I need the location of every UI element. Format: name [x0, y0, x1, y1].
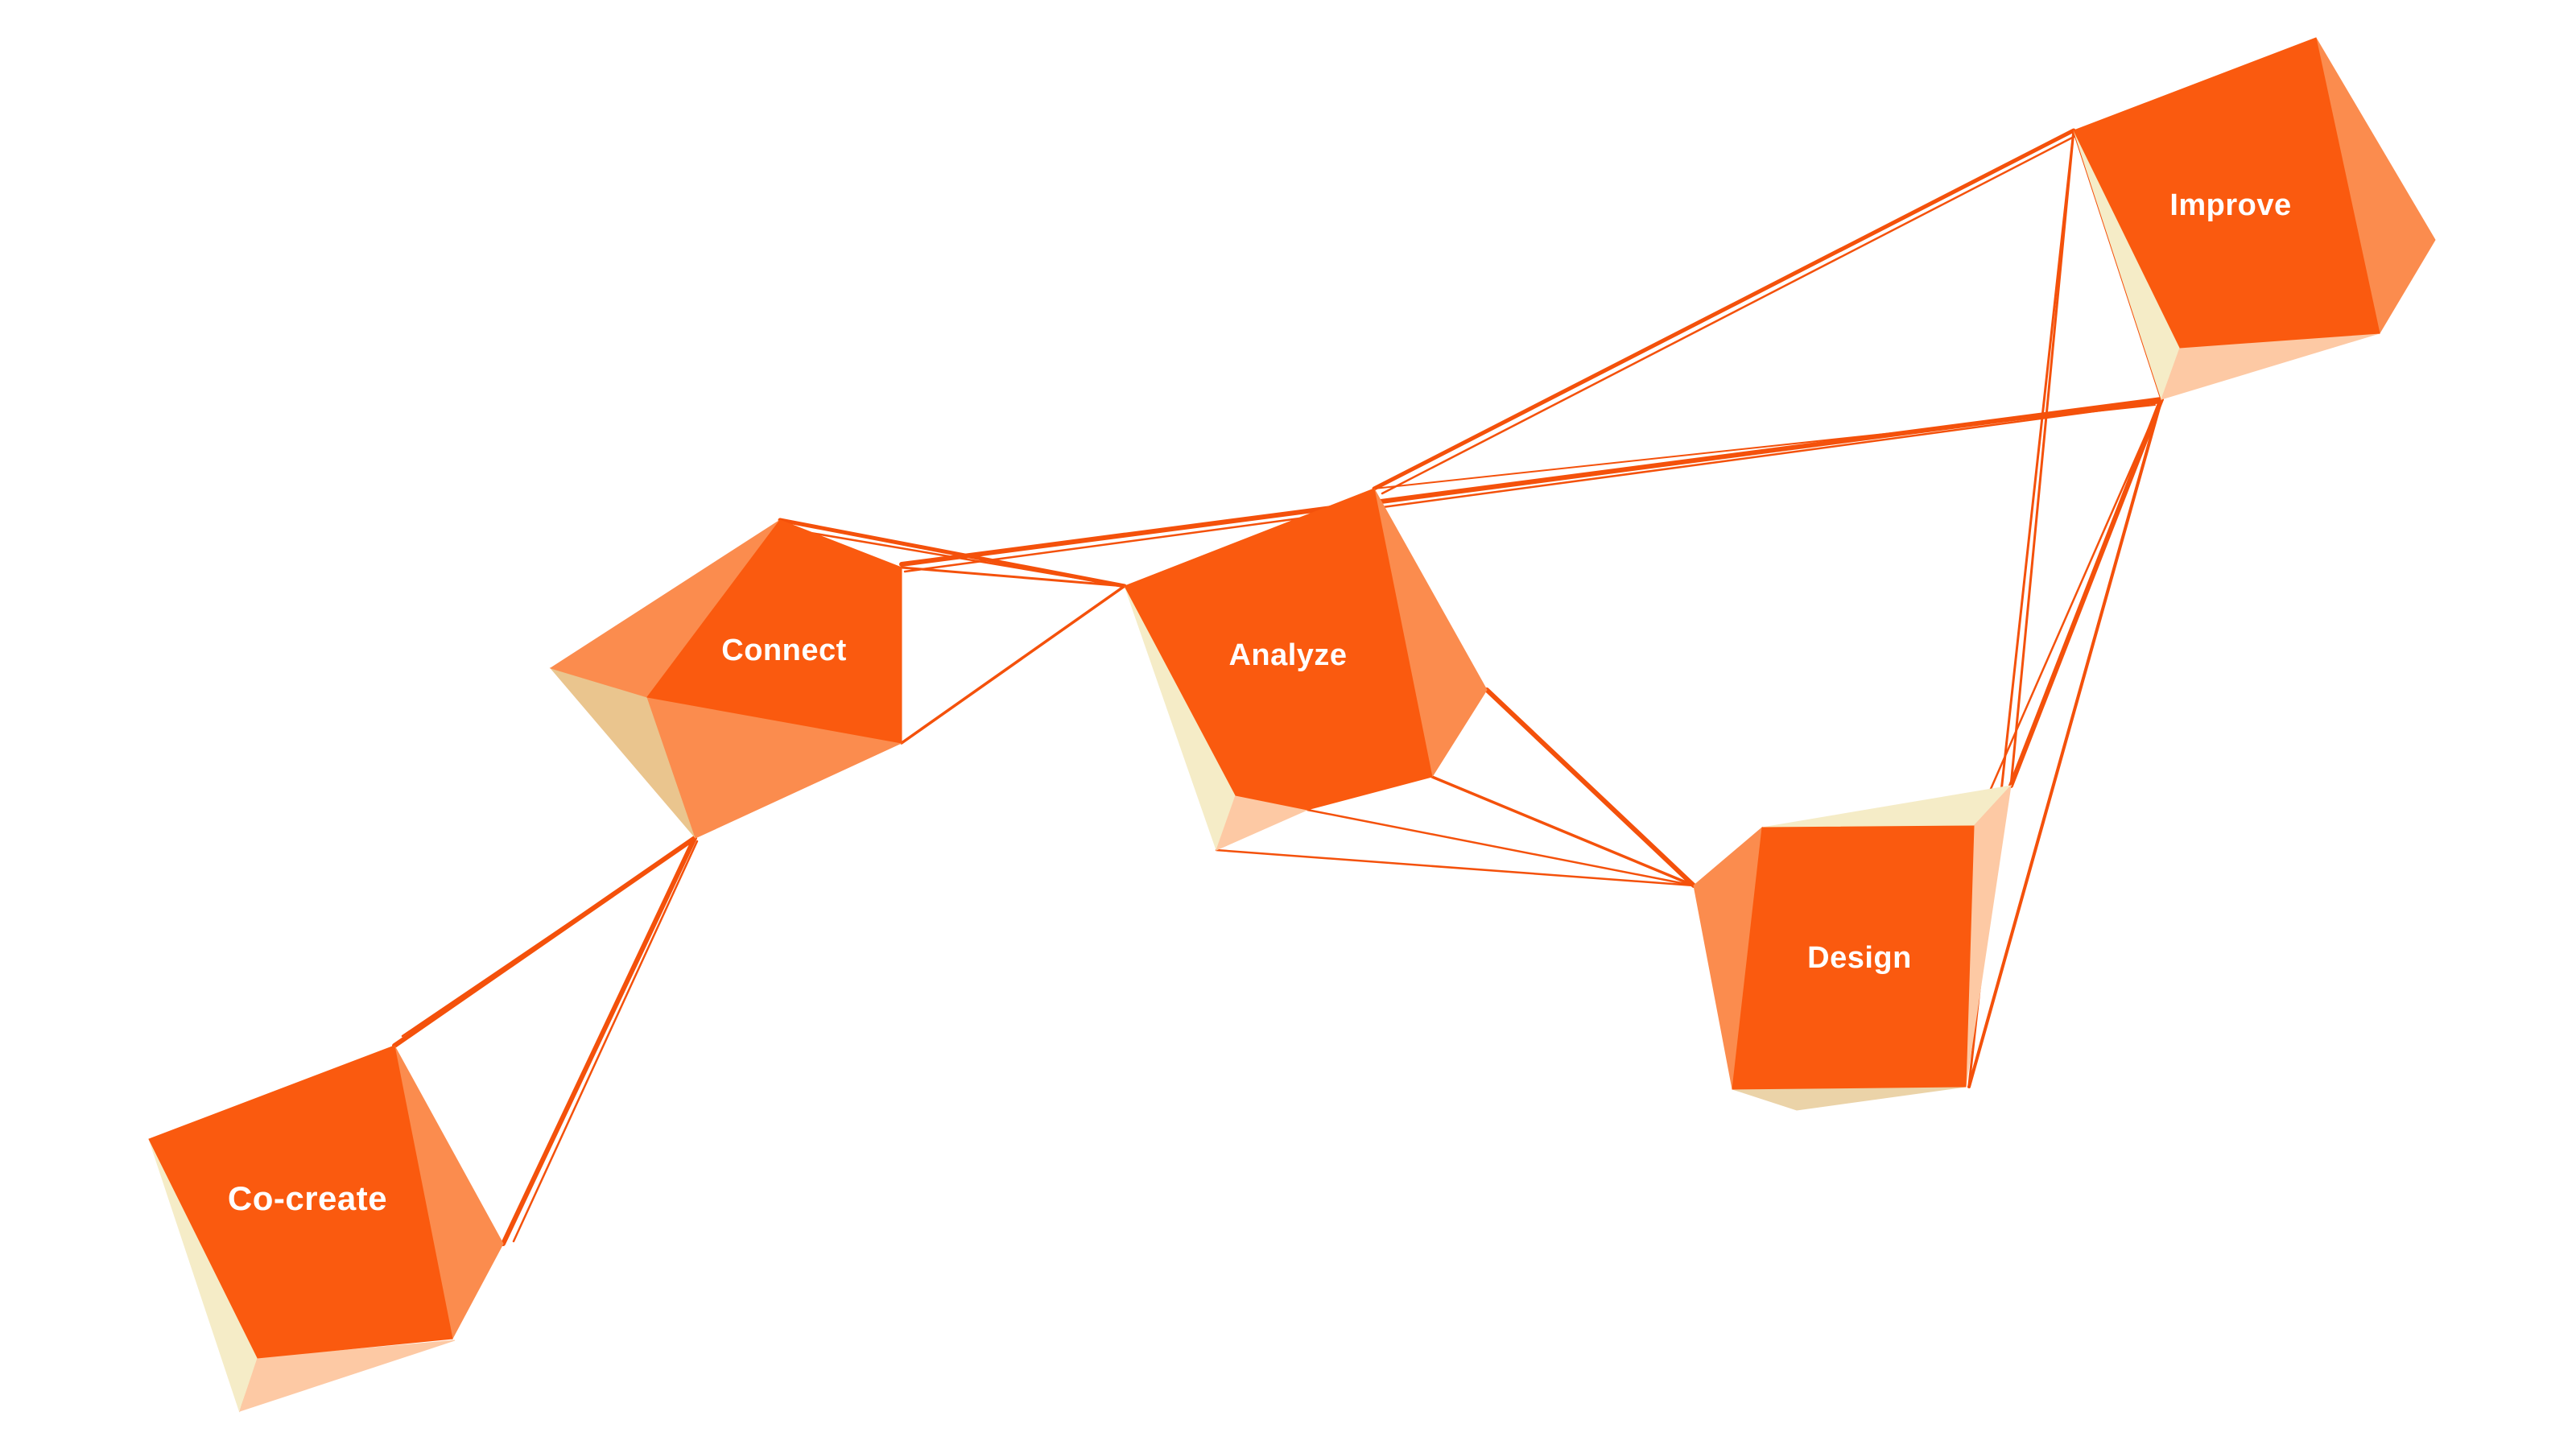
link-analyze-top-to-improve-left — [1372, 128, 2076, 491]
link-analyze-bottom-tip-to-design-left — [1215, 848, 1695, 887]
link-connect-bottom-right-to-analyze-left — [900, 584, 1126, 745]
node-label-improve: Improve — [2169, 188, 2291, 222]
link-connect-top-right-to-analyze-left — [900, 566, 1126, 588]
link-co-create-right-to-connect-tip — [512, 840, 699, 1243]
link-connect-top-right-to-improve-tip — [903, 401, 2161, 573]
link-connect-top-to-analyze-left — [778, 518, 1127, 588]
node-improve — [2073, 37, 2436, 401]
co-create-main-face — [148, 1045, 453, 1359]
link-analyze-top-to-improve-tip — [1373, 404, 2156, 489]
link-co-create-top-to-connect-tip — [401, 836, 696, 1038]
design-top-facet — [1761, 785, 2013, 828]
link-analyze-top-to-improve-left — [1381, 134, 2079, 495]
improve-main-face — [2073, 37, 2380, 349]
link-improve-tip-to-design-top-right — [1972, 398, 2163, 829]
link-improve-left-to-design-top-right — [2009, 129, 2075, 787]
gem-nodes — [148, 37, 2436, 1413]
link-improve-tip-to-design-top-right — [2008, 397, 2164, 788]
link-analyze-right-to-design-left — [1484, 687, 1696, 888]
link-analyze-bottom-right-to-design-left — [1430, 775, 1695, 887]
link-improve-tip-to-design-bottom-right — [1967, 398, 2163, 1088]
link-co-create-right-to-connect-tip — [501, 836, 697, 1246]
connect-main-face — [646, 519, 902, 744]
node-label-connect: Connect — [721, 634, 847, 667]
link-analyze-bottom-edge-to-design-left — [1306, 808, 1695, 887]
node-label-design: Design — [1807, 941, 1912, 975]
design-main-face — [1732, 825, 1975, 1090]
co-create-bottom-facet — [239, 1340, 456, 1412]
node-analyze — [1124, 488, 1488, 852]
design-bottom-facet — [1732, 1086, 1967, 1111]
node-connect — [549, 519, 903, 839]
analyze-main-face — [1124, 488, 1433, 811]
node-co-create — [148, 1045, 504, 1413]
node-label-analyze: Analyze — [1228, 638, 1347, 672]
node-design — [1693, 784, 2013, 1111]
node-label-co-create: Co-create — [228, 1179, 387, 1217]
